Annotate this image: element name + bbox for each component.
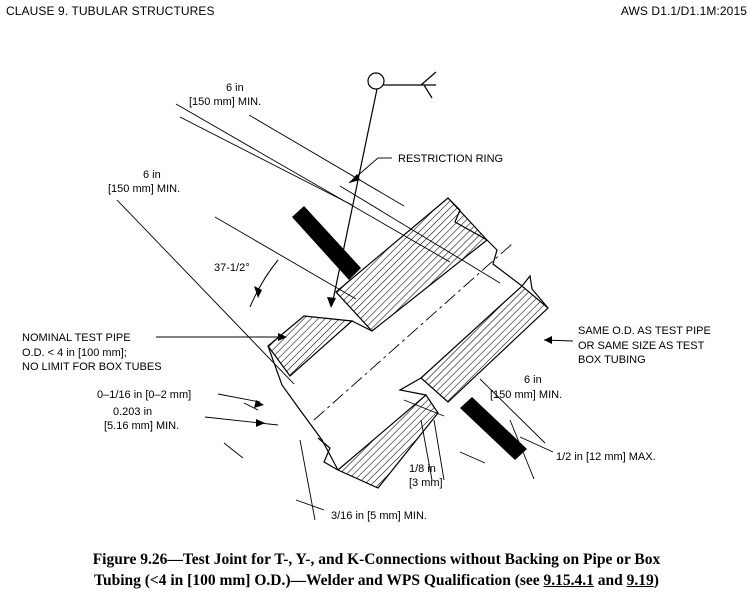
thickness-line2: [5.16 mm] MIN. [104, 420, 179, 432]
caption-text-b: and [593, 572, 627, 589]
gap-label: 0–1/16 in [0–2 mm] [97, 389, 191, 401]
dim-top-line2: [150 mm] MIN. [189, 96, 261, 108]
root-line1: 1/8 in [409, 463, 436, 475]
branch-wall-bottom [336, 394, 439, 489]
dim-top-line1: 6 in [226, 82, 244, 94]
nominal-line3: NO LIMIT FOR BOX TUBES [22, 361, 162, 373]
dimension-lines [116, 103, 554, 521]
pipe-outlines [267, 197, 549, 471]
angle-label: 37-1/2° [214, 262, 250, 274]
dim-right-line2: [150 mm] MIN. [490, 389, 562, 401]
restriction-ring-upper [292, 206, 361, 280]
clause-header: CLAUSE 9. TUBULAR STRUCTURES [6, 4, 215, 18]
nominal-line1: NOMINAL TEST PIPE [22, 332, 131, 344]
max-label: 1/2 in [12 mm] MAX. [556, 451, 656, 463]
figure-caption-line1: Figure 9.26—Test Joint for T-, Y-, and K… [92, 551, 661, 568]
caption-text-a: Tubing (<4 in [100 mm] O.D.)—Welder and … [94, 572, 544, 589]
standard-header: AWS D1.1/D1.1M:2015 [620, 4, 747, 18]
dim-left-line1: 6 in [143, 169, 161, 181]
dim-left-line2: [150 mm] MIN. [108, 183, 180, 195]
same-line1: SAME O.D. AS TEST PIPE [578, 325, 711, 337]
nominal-line2: O.D. < 4 in [100 mm]; [22, 347, 127, 359]
angle-arc [249, 259, 279, 308]
center-line [313, 243, 513, 421]
same-line3: BOX TUBING [578, 354, 646, 366]
restriction-ring-label: RESTRICTION RING [398, 153, 503, 165]
caption-text-c: ) [653, 572, 659, 589]
arrowheads [254, 174, 552, 427]
test-joint-figure: 6 in [150 mm] MIN. 6 in [150 mm] MIN. RE… [22, 71, 711, 522]
thickness-line1: 0.203 in [113, 406, 152, 418]
bottom-dim-label: 3/16 in [5 mm] MIN. [331, 510, 427, 522]
root-line2: [3 mm] [409, 477, 443, 489]
upper-pipe-wall [335, 197, 488, 332]
section-link-9-19[interactable]: 9.19 [626, 572, 654, 589]
dim-right-line1: 6 in [524, 374, 542, 386]
figure-caption-line2: Tubing (<4 in [100 mm] O.D.)—Welder and … [0, 572, 753, 590]
section-link-9-15-4-1[interactable]: 9.15.4.1 [543, 572, 594, 589]
same-line2: OR SAME SIZE AS TEST [578, 340, 705, 352]
restriction-ring-lower [460, 397, 527, 460]
branch-wall-left [267, 315, 354, 377]
